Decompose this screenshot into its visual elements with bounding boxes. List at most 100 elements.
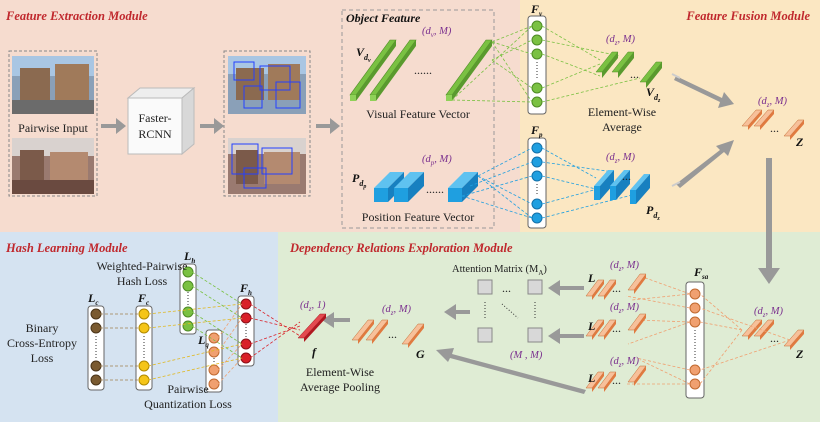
dp-m-dim: (dp, M)	[422, 154, 452, 167]
z-bottom-dots: ...	[770, 331, 779, 345]
position-dots: ......	[426, 182, 444, 196]
position-feature-label: Position Feature Vector	[362, 210, 474, 224]
attention-matrix-label: Attention Matrix (MA)	[452, 264, 547, 277]
fh-symbol: Fh	[239, 281, 252, 297]
position-feature-slabs	[374, 172, 478, 202]
visual-feature-slabs	[349, 39, 493, 101]
green-links-in	[451, 25, 533, 103]
visual-feature-label: Visual Feature Vector	[366, 107, 470, 121]
visual-symbol: Vdv	[356, 45, 371, 64]
fusion-arrows	[671, 73, 734, 188]
blue-links-out	[541, 147, 637, 219]
f-slab	[297, 313, 327, 342]
l-mid-dots: ...	[612, 321, 621, 335]
green-links-out	[541, 25, 641, 103]
fsa-links	[625, 275, 791, 385]
z-top-dim: (dz, M)	[758, 96, 787, 109]
pairwise-input-label: Pairwise Input	[18, 121, 88, 135]
pq-loss-label-2: Quantization Loss	[144, 397, 232, 411]
z-top-symbol: Z	[795, 135, 804, 149]
vdz-dots: ...	[630, 67, 639, 81]
element-wise-label-2: Average	[602, 120, 642, 134]
blue-links-in	[461, 147, 533, 219]
visual-dots: ......	[414, 63, 432, 77]
pdz-dots: ...	[622, 169, 631, 183]
input-image-bottom	[12, 138, 94, 194]
g-dim: (dz, M)	[382, 304, 411, 317]
l-group-top	[585, 273, 647, 300]
ewap-label-1: Element-Wise	[306, 365, 374, 379]
l-top-dim: (dz, M)	[610, 260, 639, 273]
rcnn-label-1: Faster-	[138, 111, 171, 125]
am-hdots: ...	[502, 281, 511, 295]
z-top-slabs	[741, 109, 805, 140]
f-dim: (dz, 1)	[300, 300, 326, 313]
fp-symbol: Fp	[530, 123, 543, 139]
detected-images	[223, 50, 311, 197]
z-bottom-dim: (dz, M)	[754, 306, 783, 319]
feature-fusion-region	[520, 0, 820, 232]
fc-symbol: Fc	[137, 291, 149, 307]
lq-nodes	[208, 332, 220, 390]
fh-nodes	[240, 298, 252, 364]
l-mid-dim: (dz, M)	[610, 302, 639, 315]
object-feature-title: Object Feature	[346, 11, 421, 25]
lc-nodes	[90, 308, 102, 386]
arrow-to-rcnn	[101, 118, 126, 134]
pdz-slabs	[594, 170, 650, 204]
mm-dim: (M , M)	[510, 350, 543, 361]
l-bottom-dots: ...	[612, 373, 621, 387]
weighted-loss-label-1: Weighted-Pairwise	[96, 259, 187, 273]
ewap-label-2: Average Pooling	[300, 380, 380, 394]
rcnn-label-2: RCNN	[138, 127, 172, 141]
lh-symbol: Lh	[183, 249, 195, 265]
lq-symbol: Lq	[197, 333, 209, 349]
f-symbol: f	[312, 345, 317, 359]
l-group-bottom	[585, 365, 647, 392]
z-bottom-symbol: Z	[795, 347, 804, 361]
l-bottom-symbol: L	[587, 371, 595, 385]
attention-matrix: ...	[477, 279, 543, 343]
dependency-title: Dependency Relations Exploration Module	[289, 241, 513, 255]
g-dots: ...	[388, 327, 397, 341]
bce-label-2: Cross-Entropy	[7, 336, 77, 350]
feature-extraction-title: Feature Extraction Module	[5, 9, 148, 23]
z-bottom-slabs	[741, 319, 805, 350]
weighted-loss-label-2: Hash Loss	[117, 274, 168, 288]
g-symbol: G	[416, 347, 425, 361]
z-top-dots: ...	[770, 121, 779, 135]
fv-symbol: Fv	[530, 2, 543, 18]
object-feature-box	[341, 9, 495, 229]
feature-fusion-title: Feature Fusion Module	[685, 9, 810, 23]
hash-links	[100, 271, 301, 385]
element-wise-label-1: Element-Wise	[588, 105, 656, 119]
hash-learning-title: Hash Learning Module	[5, 241, 128, 255]
l-bottom-dim: (dz, M)	[610, 356, 639, 369]
pairwise-input: Pairwise Input	[8, 50, 98, 197]
input-image-top	[12, 56, 94, 114]
vdz-dim: (dz, M)	[606, 34, 635, 47]
position-symbol: Pdp	[352, 171, 366, 190]
lc-symbol: Lc	[87, 291, 98, 307]
arrow-down-to-z	[758, 158, 780, 284]
faster-rcnn-box: Faster- RCNN	[126, 86, 196, 156]
l-top-dots: ...	[612, 281, 621, 295]
pq-loss-label-1: Pairwise	[167, 382, 208, 396]
g-slabs	[351, 319, 425, 348]
bce-label-3: Loss	[31, 351, 54, 365]
dv-m-dim: (dv, M)	[422, 26, 452, 39]
pdz-dim: (dz, M)	[606, 152, 635, 165]
bce-label-1: Binary	[26, 321, 59, 335]
vdz-symbol: Vdz	[646, 85, 661, 104]
dependency-arrows	[322, 280, 586, 394]
pdz-symbol: Pdz	[646, 203, 660, 222]
l-group-mid	[585, 313, 647, 340]
l-mid-symbol: L	[587, 319, 595, 333]
arrow-to-detections	[200, 118, 224, 134]
vdz-slabs	[595, 51, 663, 88]
l-top-symbol: L	[587, 271, 595, 285]
fsa-symbol: Fsa	[693, 265, 709, 281]
arrow-to-object-feature	[316, 118, 340, 134]
